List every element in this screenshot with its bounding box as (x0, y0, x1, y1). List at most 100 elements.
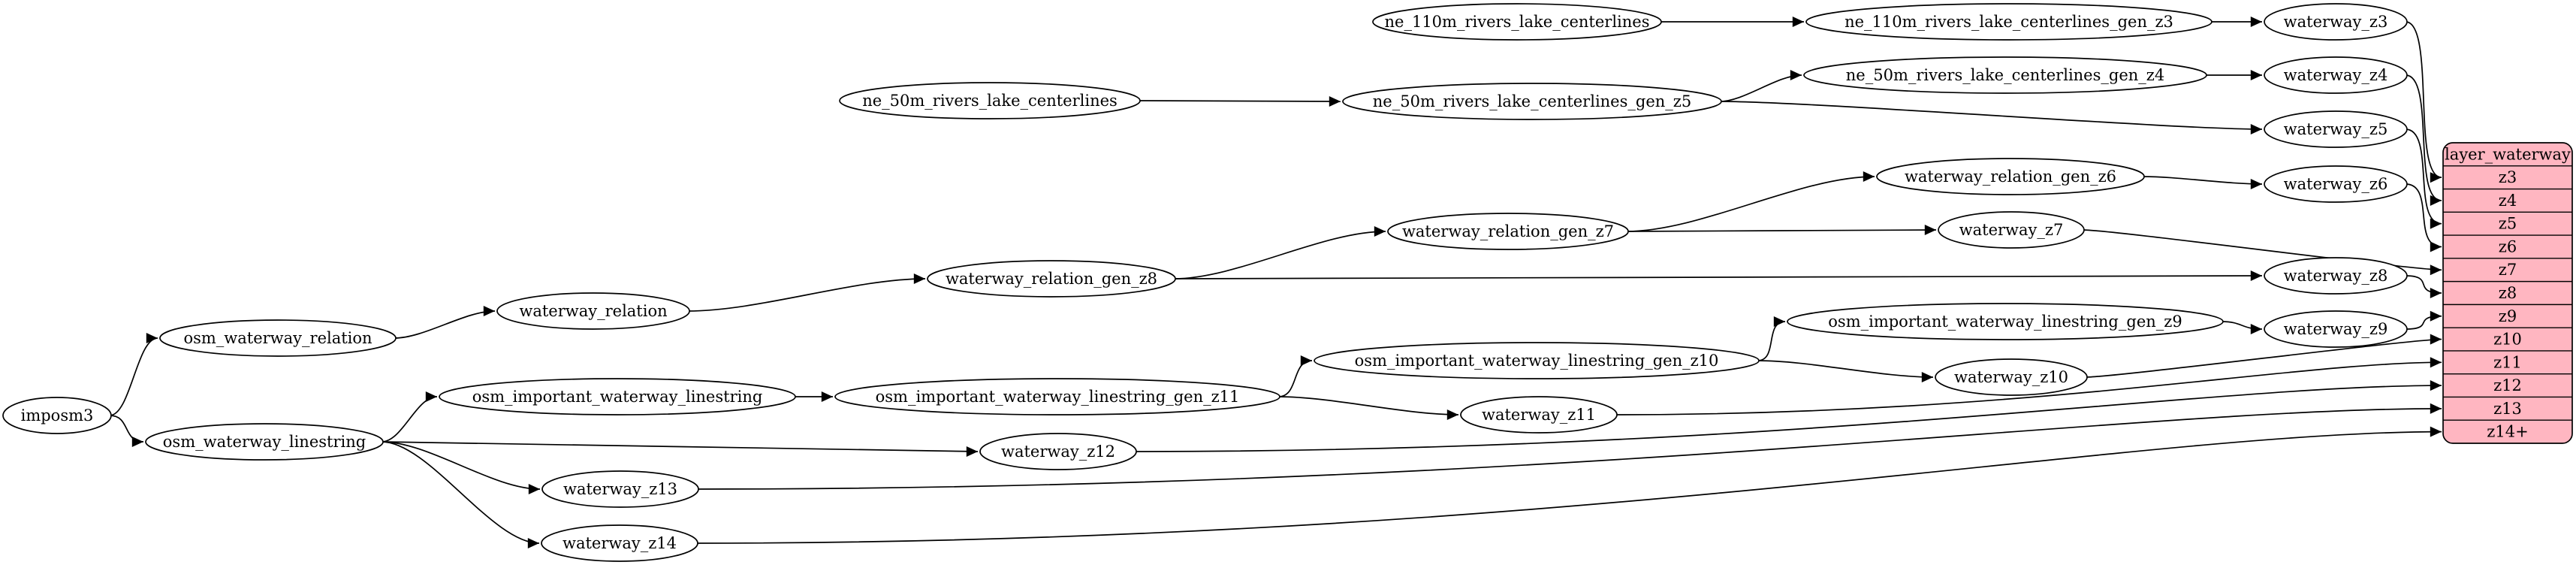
node-label-waterway_z6: waterway_z6 (2284, 175, 2388, 193)
node-waterway_z8: waterway_z8 (2264, 257, 2408, 295)
node-shape-ne_50m_rivers_lake_centerlines_gen_z4 (1803, 56, 2207, 94)
node-waterway_z11: waterway_z11 (1460, 396, 1618, 434)
node-label-ne_50m_rivers_lake_centerlines: ne_50m_rivers_lake_centerlines (862, 92, 1118, 110)
edge-waterway_relation_gen_z8-waterway_relation_gen_z7 (1173, 225, 1386, 279)
node-label-waterway_z10: waterway_z10 (1954, 368, 2068, 386)
edge-ne_50m_rivers_lake_centerlines_gen_z5-ne_50m_rivers_lake_centerlines_gen_z4 (1719, 69, 1802, 102)
node-waterway_z9: waterway_z9 (2264, 310, 2408, 348)
edge-osm_important_waterway_linestring_gen_z11-waterway_z11 (1277, 396, 1459, 421)
edge-waterway_z14-layer_waterway-z14+ (695, 426, 2442, 544)
edge-imposm3-osm_waterway_linestring (109, 415, 144, 448)
edge-waterway_z13-layer_waterway-z13 (696, 403, 2442, 490)
node-ne_50m_rivers_lake_centerlines_gen_z4: ne_50m_rivers_lake_centerlines_gen_z4 (1803, 56, 2207, 94)
edge-waterway_z10-layer_waterway-z10 (2085, 334, 2442, 378)
node-shape-ne_50m_rivers_lake_centerlines (839, 82, 1141, 119)
node-waterway_relation_gen_z7: waterway_relation_gen_z7 (1387, 213, 1629, 250)
node-waterway_z6: waterway_z6 (2264, 165, 2408, 203)
node-ne_50m_rivers_lake_centerlines: ne_50m_rivers_lake_centerlines (839, 82, 1141, 119)
edge-waterway_relation-waterway_relation_gen_z8 (687, 273, 926, 312)
node-label-waterway_z13: waterway_z13 (563, 480, 677, 498)
node-shape-waterway_relation (496, 292, 690, 330)
table-row-z4: z4 (2499, 192, 2517, 210)
node-label-waterway_relation_gen_z7: waterway_relation_gen_z7 (1402, 222, 1614, 240)
node-shape-ne_110m_rivers_lake_centerlines (1372, 3, 1662, 41)
node-ne_110m_rivers_lake_centerlines_gen_z3: ne_110m_rivers_lake_centerlines_gen_z3 (1805, 3, 2213, 41)
node-shape-waterway_z10 (1935, 358, 2088, 396)
node-shape-waterway_z9 (2264, 310, 2408, 348)
table-row-z13: z13 (2493, 400, 2522, 418)
node-shape-osm_waterway_linestring (145, 423, 384, 461)
node-waterway_relation_gen_z6: waterway_relation_gen_z6 (1876, 158, 2145, 195)
node-shape-waterway_z11 (1460, 396, 1618, 434)
node-label-imposm3: imposm3 (21, 406, 94, 425)
node-label-waterway_z14: waterway_z14 (563, 534, 677, 552)
table-layer_waterway: layer_waterwayz3z4z5z6z7z8z9z10z11z12z13… (2442, 142, 2573, 444)
edge-osm_important_waterway_linestring_gen_z9-waterway_z9 (2221, 321, 2263, 335)
node-waterway_z5: waterway_z5 (2264, 110, 2408, 148)
node-label-osm_waterway_relation: osm_waterway_relation (183, 329, 372, 347)
edge-waterway_z9-layer_waterway-z9 (2405, 310, 2442, 330)
node-shape-osm_important_waterway_linestring (439, 378, 796, 415)
node-label-waterway_z3: waterway_z3 (2284, 13, 2388, 31)
node-label-ne_110m_rivers_lake_centerlines_gen_z3: ne_110m_rivers_lake_centerlines_gen_z3 (1845, 13, 2173, 31)
node-osm_important_waterway_linestring: osm_important_waterway_linestring (439, 378, 796, 415)
table-row-z14+: z14+ (2487, 423, 2528, 441)
edge-waterway_z6-layer_waterway-z6 (2405, 183, 2442, 252)
node-label-waterway_z9: waterway_z9 (2284, 320, 2388, 338)
node-waterway_z4: waterway_z4 (2264, 56, 2408, 94)
edge-osm_waterway_linestring-waterway_z14 (381, 441, 540, 549)
edge-waterway_z11-layer_waterway-z11 (1615, 357, 2442, 415)
node-osm_important_waterway_linestring_gen_z11: osm_important_waterway_linestring_gen_z1… (834, 378, 1280, 415)
node-shape-osm_important_waterway_linestring_gen_z9 (1787, 303, 2224, 340)
edge-waterway_relation_gen_z8-waterway_z8 (1173, 270, 2263, 282)
node-osm_important_waterway_linestring_gen_z9: osm_important_waterway_linestring_gen_z9 (1787, 303, 2224, 340)
table-row-z6: z6 (2499, 237, 2517, 255)
node-label-osm_important_waterway_linestring_gen_z11: osm_important_waterway_linestring_gen_z1… (876, 388, 1240, 406)
node-label-ne_50m_rivers_lake_centerlines_gen_z5: ne_50m_rivers_lake_centerlines_gen_z5 (1373, 92, 1691, 110)
node-shape-waterway_z14 (541, 524, 698, 562)
node-shape-waterway_z4 (2264, 56, 2408, 94)
edge-waterway_z8-layer_waterway-z8 (2405, 275, 2442, 299)
node-label-ne_110m_rivers_lake_centerlines: ne_110m_rivers_lake_centerlines (1385, 13, 1650, 31)
node-waterway_z14: waterway_z14 (541, 524, 698, 562)
edge-osm_important_waterway_linestring_gen_z10-waterway_z10 (1757, 360, 1934, 383)
node-ne_110m_rivers_lake_centerlines: ne_110m_rivers_lake_centerlines (1372, 3, 1662, 41)
edge-osm_important_waterway_linestring_gen_z10-osm_important_waterway_linestring_gen_z9 (1757, 316, 1786, 361)
node-shape-waterway_relation_gen_z6 (1876, 158, 2145, 195)
edge-waterway_z4-layer_waterway-z4 (2405, 74, 2442, 206)
node-label-osm_waterway_linestring: osm_waterway_linestring (163, 433, 366, 451)
edge-osm_important_waterway_linestring_gen_z11-osm_important_waterway_linestring_gen_z10 (1277, 355, 1313, 397)
node-label-osm_important_waterway_linestring: osm_important_waterway_linestring (472, 388, 763, 406)
table-row-z7: z7 (2499, 261, 2517, 279)
node-shape-waterway_z6 (2264, 165, 2408, 203)
node-shape-waterway_z12 (979, 433, 1137, 470)
node-label-waterway_relation_gen_z8: waterway_relation_gen_z8 (946, 270, 1157, 288)
node-shape-waterway_z7 (1938, 211, 2085, 249)
edge-osm_waterway_linestring-waterway_z12 (381, 441, 979, 458)
node-shape-osm_waterway_relation (159, 319, 397, 357)
node-shape-waterway_z5 (2264, 110, 2408, 148)
node-waterway_z3: waterway_z3 (2264, 3, 2408, 41)
node-imposm3: imposm3 (2, 397, 112, 434)
node-shape-osm_important_waterway_linestring_gen_z10 (1314, 342, 1760, 379)
node-label-waterway_relation_gen_z6: waterway_relation_gen_z6 (1905, 168, 2116, 186)
node-waterway_z13: waterway_z13 (541, 470, 699, 508)
table-title: layer_waterway (2445, 145, 2571, 163)
node-shape-ne_110m_rivers_lake_centerlines_gen_z3 (1805, 3, 2213, 41)
node-osm_waterway_relation: osm_waterway_relation (159, 319, 397, 357)
node-label-waterway_z8: waterway_z8 (2284, 267, 2388, 285)
node-shape-waterway_z8 (2264, 257, 2408, 295)
node-shape-waterway_relation_gen_z7 (1387, 213, 1629, 250)
edge-waterway_z3-layer_waterway-z3 (2405, 21, 2442, 183)
node-osm_waterway_linestring: osm_waterway_linestring (145, 423, 384, 461)
node-label-waterway_z11: waterway_z11 (1482, 406, 1596, 424)
edge-waterway_z5-layer_waterway-z5 (2405, 128, 2442, 229)
node-shape-waterway_z13 (541, 470, 699, 508)
node-osm_important_waterway_linestring_gen_z10: osm_important_waterway_linestring_gen_z1… (1314, 342, 1760, 379)
node-label-waterway_z7: waterway_z7 (1959, 221, 2064, 239)
nodes: imposm3 osm_waterway_relation osm_waterway… (2, 3, 2408, 562)
node-waterway_relation_gen_z8: waterway_relation_gen_z8 (927, 260, 1176, 298)
edge-waterway_relation_gen_z7-waterway_relation_gen_z6 (1626, 171, 1875, 232)
